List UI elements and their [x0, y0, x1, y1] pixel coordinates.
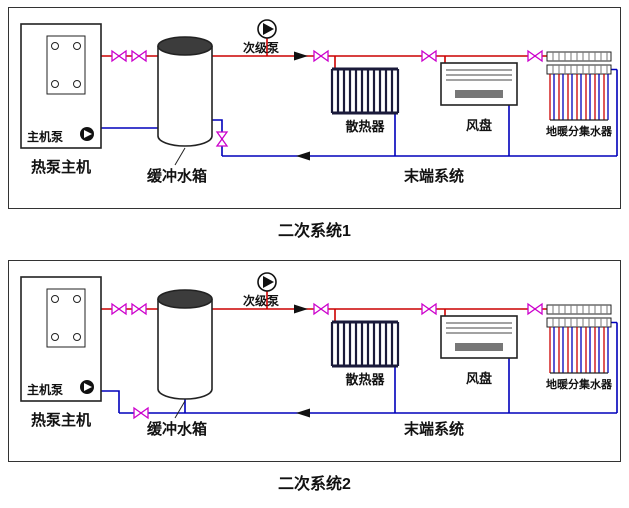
fan-coil — [440, 315, 518, 359]
floor-manifold-label: 地暖分集水器 — [546, 124, 613, 138]
buffer-tank — [157, 36, 213, 147]
heat-pump-label: 热泵主机 — [31, 411, 91, 429]
valve-icon — [527, 303, 543, 315]
return-pipe — [101, 321, 618, 414]
panel-2-caption: 二次系统2 — [278, 476, 351, 493]
system-panel-1: 主机泵 热泵主机 缓冲水箱 次级泵 散热器 风盘 地暖分集水器 末端系统 — [8, 7, 621, 209]
fan-coil — [440, 62, 518, 106]
valve-icon — [216, 131, 228, 147]
flow-arrow-right-icon — [294, 304, 308, 314]
tank-label-leader — [174, 400, 186, 419]
valve-icon — [313, 50, 329, 62]
secondary-pump-label: 次级泵 — [243, 40, 279, 55]
return-pipe — [101, 68, 618, 157]
radiator-label: 散热器 — [345, 372, 385, 387]
panel-1-caption: 二次系统1 — [278, 223, 351, 240]
secondary-pump-icon — [257, 272, 277, 292]
fan-coil-label: 风盘 — [466, 118, 492, 133]
supply-pipe — [101, 291, 547, 322]
valve-icon — [133, 407, 149, 419]
radiator — [330, 320, 400, 368]
valve-icon — [313, 303, 329, 315]
host-pump-label: 主机泵 — [27, 129, 63, 144]
radiator-label: 散热器 — [345, 119, 385, 134]
flow-arrow-right-icon — [294, 51, 308, 61]
valve-icon — [131, 303, 147, 315]
supply-pipe — [101, 38, 547, 69]
host-pump-label: 主机泵 — [27, 382, 63, 397]
floor-heating-manifold — [547, 52, 611, 120]
buffer-tank-label: 缓冲水箱 — [147, 420, 207, 438]
buffer-tank — [157, 289, 213, 400]
heat-pump-label: 热泵主机 — [31, 158, 91, 176]
flow-arrow-left-icon — [296, 151, 310, 161]
system-diagram-1: 主机泵 热泵主机 缓冲水箱 次级泵 散热器 风盘 地暖分集水器 末端系统 — [20, 19, 618, 185]
floor-heating-manifold — [547, 305, 611, 373]
radiator — [330, 67, 400, 115]
valve-icon — [421, 303, 437, 315]
system-panel-2: 主机泵 热泵主机 缓冲水箱 次级泵 散热器 风盘 地暖分集水器 末端系统 — [8, 260, 621, 462]
flow-arrow-left-icon — [296, 408, 310, 418]
terminal-system-label: 末端系统 — [404, 420, 464, 438]
terminal-system-label: 末端系统 — [404, 167, 464, 185]
tank-label-leader — [174, 147, 186, 166]
valve-icon — [131, 50, 147, 62]
valve-icon — [527, 50, 543, 62]
secondary-pump-label: 次级泵 — [243, 293, 279, 308]
valve-icon — [111, 303, 127, 315]
system-diagram-2: 主机泵 热泵主机 缓冲水箱 次级泵 散热器 风盘 地暖分集水器 末端系统 — [20, 272, 618, 438]
secondary-pump-icon — [257, 19, 277, 39]
valve-icon — [421, 50, 437, 62]
buffer-tank-label: 缓冲水箱 — [147, 167, 207, 185]
floor-manifold-label: 地暖分集水器 — [546, 377, 613, 391]
fan-coil-label: 风盘 — [466, 371, 492, 386]
valve-icon — [111, 50, 127, 62]
